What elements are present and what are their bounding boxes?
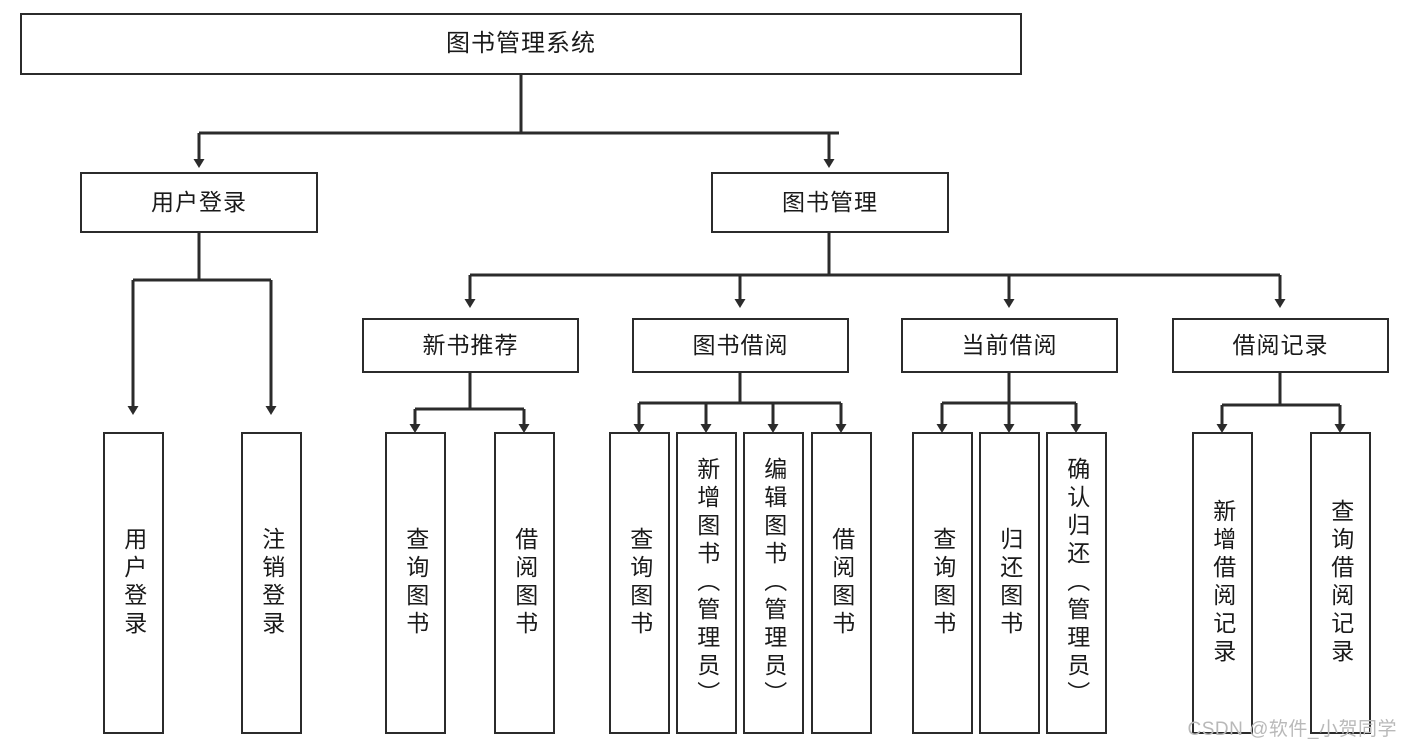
node-new-book-recommend-label: 新书推荐 <box>422 331 519 358</box>
leaf-query-books-borrow[interactable]: 查询图书 <box>609 432 670 734</box>
leaf-query-books-current-label: 查询图书 <box>929 527 956 639</box>
node-borrow-records[interactable]: 借阅记录 <box>1172 318 1389 373</box>
node-new-book-recommend[interactable]: 新书推荐 <box>362 318 579 373</box>
leaf-user-login[interactable]: 用户登录 <box>103 432 164 734</box>
node-user-login-label: 用户登录 <box>151 188 247 215</box>
node-borrow-records-label: 借阅记录 <box>1232 331 1329 358</box>
leaf-user-login-label: 用户登录 <box>120 527 147 639</box>
leaf-query-borrow-record-label: 查询借阅记录 <box>1327 499 1354 667</box>
node-root[interactable]: 图书管理系统 <box>20 13 1022 75</box>
leaf-borrow-books-recommend-label: 借阅图书 <box>511 527 538 639</box>
leaf-borrow-books-label: 借阅图书 <box>828 527 855 639</box>
leaf-logout[interactable]: 注销登录 <box>241 432 302 734</box>
leaf-confirm-return-admin[interactable]: 确认归还（管理员） <box>1046 432 1107 734</box>
node-current-borrow-label: 当前借阅 <box>961 331 1058 358</box>
leaf-add-book-admin[interactable]: 新增图书（管理员） <box>676 432 737 734</box>
leaf-add-borrow-record[interactable]: 新增借阅记录 <box>1192 432 1253 734</box>
leaf-query-books-borrow-label: 查询图书 <box>626 527 653 639</box>
node-book-management-label: 图书管理 <box>782 188 878 215</box>
leaf-return-books[interactable]: 归还图书 <box>979 432 1040 734</box>
leaf-confirm-return-admin-label: 确认归还（管理员） <box>1063 457 1090 709</box>
leaf-borrow-books[interactable]: 借阅图书 <box>811 432 872 734</box>
leaf-edit-book-admin[interactable]: 编辑图书（管理员） <box>743 432 804 734</box>
leaf-logout-label: 注销登录 <box>258 527 285 639</box>
node-user-login[interactable]: 用户登录 <box>80 172 318 233</box>
leaf-query-books-recommend-label: 查询图书 <box>402 527 429 639</box>
leaf-return-books-label: 归还图书 <box>996 527 1023 639</box>
leaf-query-books-current[interactable]: 查询图书 <box>912 432 973 734</box>
leaf-query-borrow-record[interactable]: 查询借阅记录 <box>1310 432 1371 734</box>
leaf-query-books-recommend[interactable]: 查询图书 <box>385 432 446 734</box>
node-book-borrow[interactable]: 图书借阅 <box>632 318 849 373</box>
node-current-borrow[interactable]: 当前借阅 <box>901 318 1118 373</box>
leaf-add-borrow-record-label: 新增借阅记录 <box>1209 499 1236 667</box>
node-book-management[interactable]: 图书管理 <box>711 172 949 233</box>
node-book-borrow-label: 图书借阅 <box>692 331 789 358</box>
leaf-add-book-admin-label: 新增图书（管理员） <box>693 457 720 709</box>
watermark-text: CSDN @软件_小贺同学 <box>1187 719 1397 740</box>
leaf-borrow-books-recommend[interactable]: 借阅图书 <box>494 432 555 734</box>
node-root-label: 图书管理系统 <box>446 29 596 57</box>
leaf-edit-book-admin-label: 编辑图书（管理员） <box>760 457 787 709</box>
